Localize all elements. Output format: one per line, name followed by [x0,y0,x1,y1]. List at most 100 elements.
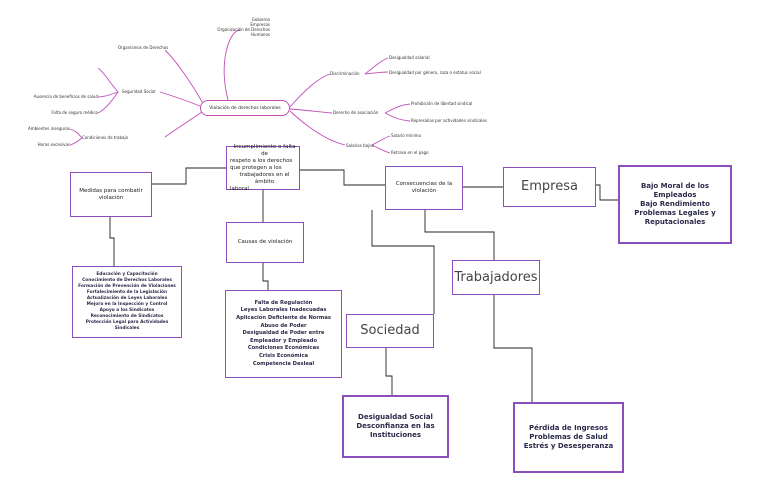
main-line: trabajadores en el ámbito [239,171,290,185]
empresa-item: Bajo Rendimiento [640,200,710,208]
sociedad-title: Sociedad [360,323,420,338]
discriminacion-item: Desigualdad por género, raza o estatus s… [389,70,481,75]
consecuencias-title: violación [411,188,437,194]
conn-cons-trabajadores [424,210,495,260]
discriminacion-item: Desigualdad salarial [389,55,430,60]
branch-label-organismos: Organismos de Derechos [118,45,169,50]
medidas-title: Medidas para combatir [79,187,143,194]
empresa-title: Empresa [521,179,578,194]
medidas-item: Apoyo a los Sindicatos [99,308,155,313]
conn-main-consecuencias [300,169,385,186]
medidas-item: Formación de Prevención de Violaciones [78,284,176,289]
conn-cons-sociedad [371,210,435,314]
conn-soc-list [385,348,393,395]
empresa-item: Empleados [653,191,697,199]
branch-sal-2 [371,144,391,154]
causas-item: Empleador y Empleado [249,337,318,344]
center-label: Violación de derechos laborales [209,105,281,111]
mindmap-branches [69,29,411,154]
branch-sal-1 [371,135,391,146]
medidas-title: violación [98,194,124,201]
causas-item: Leyes Laborales Inadecuadas [240,307,327,314]
conn-empresa-list [596,184,618,201]
main-line: respeto a los derechos [230,157,293,164]
top-list-item: Organización de Derechos [217,27,270,32]
main-line: laboral. [230,185,251,192]
conn-main-medidas [152,167,226,185]
branch-asociacion [289,108,333,114]
seguridad-item: Ausencia de beneficios de salud [33,94,98,99]
branch-label-discriminacion: Discriminación [330,71,360,76]
causas-box[interactable]: Causas de violación [226,222,304,263]
medidas-item: Protección Legal para Actividades Sindic… [85,320,169,331]
top-list-item: Gobierno [251,17,270,22]
trabajadores-title: Trabajadores [454,269,538,285]
conn-causas-list [262,263,269,290]
salarios-item: Retraso en el pago [391,150,429,155]
sociedad-box[interactable]: Sociedad [346,314,434,348]
causas-item: Aplicación Deficiente de Normas [236,315,331,322]
branch-condiciones [164,109,206,138]
branch-discriminacion [289,73,331,108]
causas-item: Falta de Regulación [254,299,313,306]
sociedad-item: Desconfianza en las [356,422,435,430]
trabajadores-item: Estrés y Desesperanza [523,442,614,450]
medidas-item: Mejora en la Inspección y Control [86,302,168,307]
consecuencias-title: Consecuencias de la [395,181,453,187]
conn-medidas-list [109,217,115,266]
branch-top [223,29,241,101]
top-list-item: Humanos [251,32,270,37]
medidas-list-box[interactable]: Educación y Capacitación Conocimiento de… [72,266,182,338]
trabajadores-item: Problemas de Salud [529,433,608,441]
condiciones-item: Ambientes inseguros [27,126,70,131]
main-definition-box[interactable]: Incumplimiento o falta de respeto a los … [226,143,300,192]
trabajadores-list-box[interactable]: Pérdida de Ingresos Problemas de Salud E… [513,402,624,473]
empresa-list-box[interactable]: Bajo Moral de los Empleados Bajo Rendimi… [618,165,732,244]
medidas-item: Educación y Capacitación [96,272,158,277]
sociedad-list-box[interactable]: Desigualdad Social Desconfianza en las I… [342,395,449,458]
causas-item: Condiciones Económicas [247,345,320,352]
medidas-item: Conocimiento de Derechos Laborales [82,278,172,283]
empresa-item: Bajo Moral de los [640,182,710,190]
medidas-item: Fortalecimiento de la Legislación [86,290,168,295]
branch-asoc-1 [384,103,411,114]
conn-trab-list [493,295,533,402]
branch-seg-2 [97,91,119,114]
branch-cond-2 [69,137,83,146]
medidas-box[interactable]: Medidas para combatir violación [70,172,152,217]
salarios-item: Salario mínimo [391,133,422,138]
sociedad-item: Instituciones [369,431,422,439]
condiciones-item: Horas excesivas [37,142,70,147]
branch-cond-1 [69,128,83,139]
branch-seg-top [97,67,119,93]
causas-item: Desigualdad de Poder entre [242,330,325,337]
seguridad-item: Falta de seguro médico [51,110,98,115]
empresa-item: Problemas Legales y [634,209,716,217]
sociedad-item: Desigualdad Social [358,413,433,421]
elbow-connectors [109,167,618,402]
empresa-box[interactable]: Empresa [503,167,596,207]
branch-seg-1 [97,91,119,98]
branch-label-seguridad: Seguridad Social [122,89,156,94]
main-line: Incumplimiento o falta de [233,143,296,157]
causas-item: Crisis Económica [258,352,309,359]
asociacion-item: Prohibición de libertad sindical [411,101,473,106]
causas-item: Abuso de Poder [260,322,307,329]
trabajadores-item: Pérdida de Ingresos [528,424,609,432]
medidas-item: Reconocimiento de Sindicatos [90,314,164,319]
branch-label-condiciones: Condiciones de trabajo [82,135,129,140]
medidas-item: Actualización de Leyes Laborales [86,296,168,301]
center-node[interactable]: Violación de derechos laborales [200,100,290,116]
branch-disc-2 [364,71,389,75]
branch-disc-1 [364,57,389,75]
empresa-item: Reputacionales [644,218,706,226]
asociacion-item: Represalias por actividades sindicales [411,118,487,123]
branch-label-asociacion: Derecho de asociación [333,110,379,115]
consecuencias-box[interactable]: Consecuencias de la violación [385,166,463,210]
trabajadores-box[interactable]: Trabajadores [452,260,540,295]
top-list: Gobierno Empresas Organización de Derech… [200,17,270,37]
causas-list-box[interactable]: Falta de Regulación Leyes Laborales Inad… [225,290,342,378]
top-list-item: Empresas [250,22,270,27]
causas-item: Competencia Desleal [252,360,315,367]
